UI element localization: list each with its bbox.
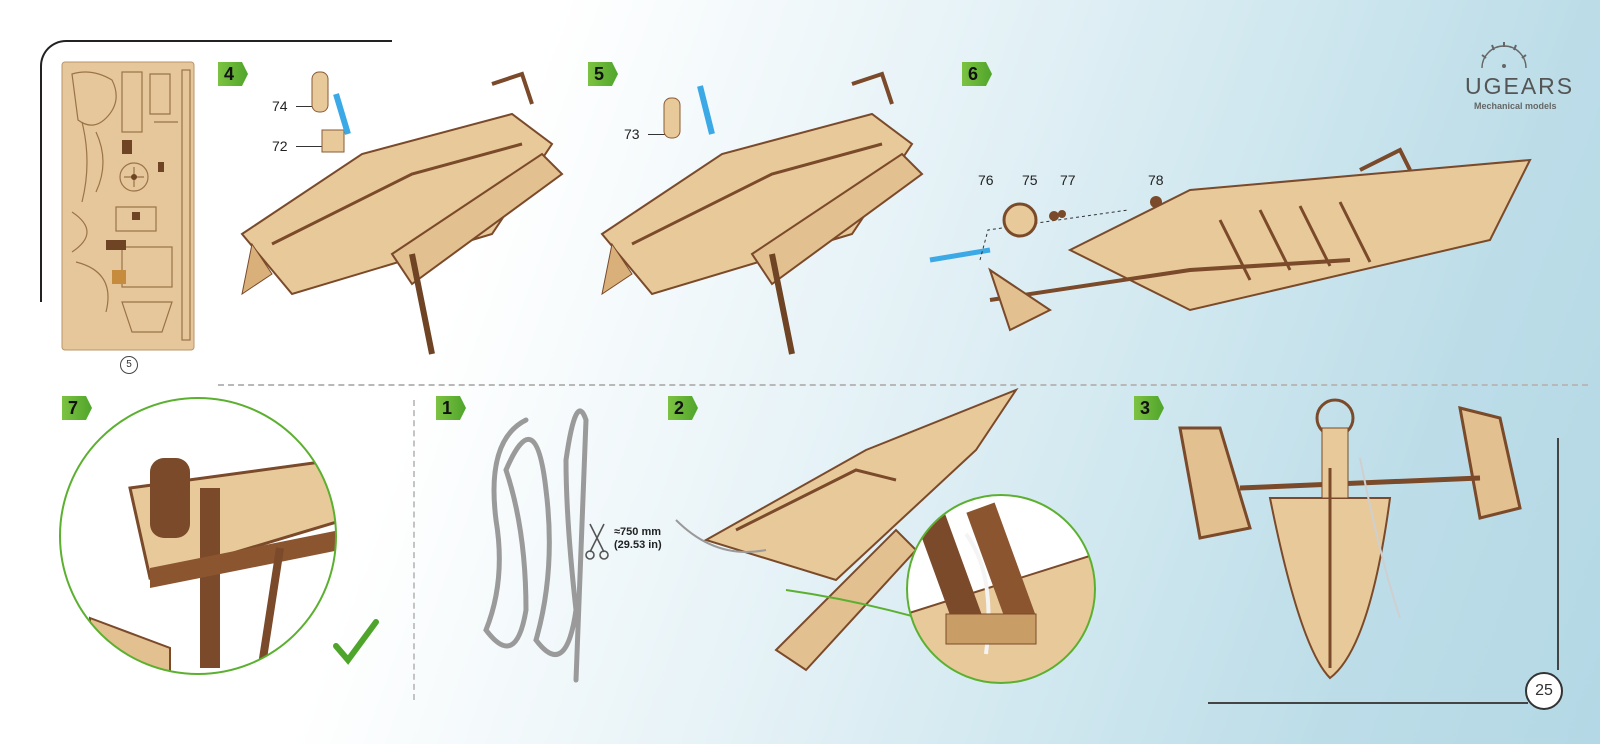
part-label-75: 75 — [1022, 172, 1038, 188]
detail-circle-step-7 — [59, 397, 337, 675]
cord-length-mm: ≈750 mm — [614, 526, 662, 538]
detail-circle-step-2 — [906, 494, 1096, 684]
part-label-78: 78 — [1148, 172, 1164, 188]
cord-length: ≈750 mm (29.53 in) — [614, 526, 662, 552]
part-label-77: 77 — [1060, 172, 1076, 188]
leader-line — [648, 134, 678, 135]
ugears-gear-logo — [1481, 42, 1527, 69]
section-divider-horizontal — [218, 384, 1588, 386]
step-badge-1: 1 — [436, 396, 466, 420]
checkmark-icon — [333, 619, 379, 665]
brand-tagline: Mechanical models — [1474, 101, 1557, 111]
cord-coil — [483, 408, 589, 683]
ship-assembly-step-4 — [240, 71, 564, 355]
step-badge-5: 5 — [588, 62, 618, 86]
ship-assembly-step-5 — [600, 71, 924, 355]
page-frame-bottom — [1208, 702, 1528, 704]
step-badge-6: 6 — [962, 62, 992, 86]
arrow-icon — [929, 247, 991, 263]
page-number: 25 — [1525, 672, 1563, 710]
brand-name: UGEARS — [1465, 73, 1575, 99]
step-badge-3: 3 — [1134, 396, 1164, 420]
part-label-72: 72 — [272, 138, 288, 154]
sheet-number: 5 — [120, 356, 138, 374]
leader-line — [296, 106, 324, 107]
scissors-icon — [585, 523, 609, 560]
step-badge-4: 4 — [218, 62, 248, 86]
part-label-74: 74 — [272, 98, 288, 114]
part-label-76: 76 — [978, 172, 994, 188]
part-label-73: 73 — [624, 126, 640, 142]
cord-length-in: (29.53 in) — [614, 539, 662, 551]
plywood-sheet — [61, 61, 195, 351]
ship-assembly-step-6 — [929, 147, 1532, 332]
page-frame-top — [40, 40, 392, 302]
arrow-icon — [333, 93, 351, 135]
ship-assembly-step-3 — [1178, 398, 1522, 680]
step-badge-7: 7 — [62, 396, 92, 420]
leader-line — [296, 146, 324, 147]
arrow-icon — [697, 85, 715, 135]
page-frame-right — [1557, 438, 1559, 670]
section-divider-vertical — [413, 400, 415, 700]
step-badge-2: 2 — [668, 396, 698, 420]
